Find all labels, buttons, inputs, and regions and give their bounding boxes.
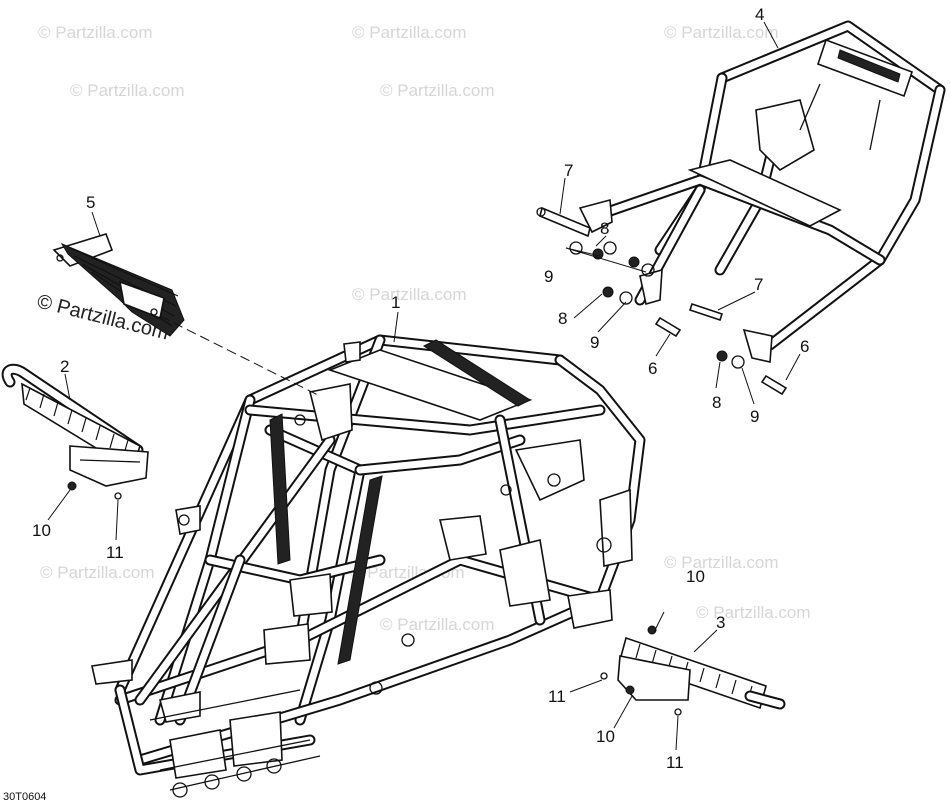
callout-10: 10: [596, 727, 615, 746]
callout-4: 4: [755, 5, 764, 24]
callout-9: 9: [544, 267, 553, 286]
watermark: © Partzilla.com: [40, 563, 155, 582]
callout-11: 11: [106, 543, 124, 562]
drawing-code: 30T0604: [3, 791, 46, 803]
callout-9: 9: [750, 407, 759, 426]
callout-11: 11: [666, 753, 684, 772]
callout-11: 11: [548, 687, 566, 706]
callout-7: 7: [754, 275, 763, 294]
watermark: © Partzilla.com: [380, 81, 495, 100]
watermark: © Partzilla.com: [70, 81, 185, 100]
callout-8: 8: [600, 219, 609, 238]
callout-8: 8: [712, 393, 721, 412]
callout-10: 10: [32, 521, 51, 540]
callout-9: 9: [590, 333, 599, 352]
part-footpeg-right: [600, 625, 786, 716]
callout-7: 7: [564, 161, 573, 180]
callout-5: 5: [86, 193, 95, 212]
callout-2: 2: [60, 357, 69, 376]
part-main-frame: [91, 334, 646, 798]
watermark: © Partzilla.com: [664, 553, 779, 572]
callout-10: 10: [686, 567, 705, 586]
watermark: © Partzilla.com: [696, 603, 811, 622]
callout-6: 6: [800, 337, 809, 356]
part-hardware: [536, 206, 788, 396]
part-footpeg-left: [1, 363, 149, 500]
callout-8: 8: [558, 309, 567, 328]
part-heat-shield: [52, 233, 185, 337]
assembly-guide-line: [159, 315, 321, 397]
leader-lines: [47, 21, 801, 751]
callout-3: 3: [716, 613, 725, 632]
watermark: © Partzilla.com: [664, 23, 779, 42]
watermark: © Partzilla.com: [380, 615, 495, 634]
watermark: © Partzilla.com: [352, 285, 467, 304]
part-rear-subframe: [578, 20, 946, 363]
watermarks: © Partzilla.com © Partzilla.com © Partzi…: [38, 23, 811, 634]
watermark: © Partzilla.com: [38, 23, 153, 42]
callouts: 1 2 3 4 5 6 6 7 7 8 8 8 9 9 9 10 10 10 1…: [32, 5, 809, 772]
callout-6: 6: [648, 359, 657, 378]
watermark: © Partzilla.com: [352, 23, 467, 42]
callout-1: 1: [391, 293, 400, 312]
